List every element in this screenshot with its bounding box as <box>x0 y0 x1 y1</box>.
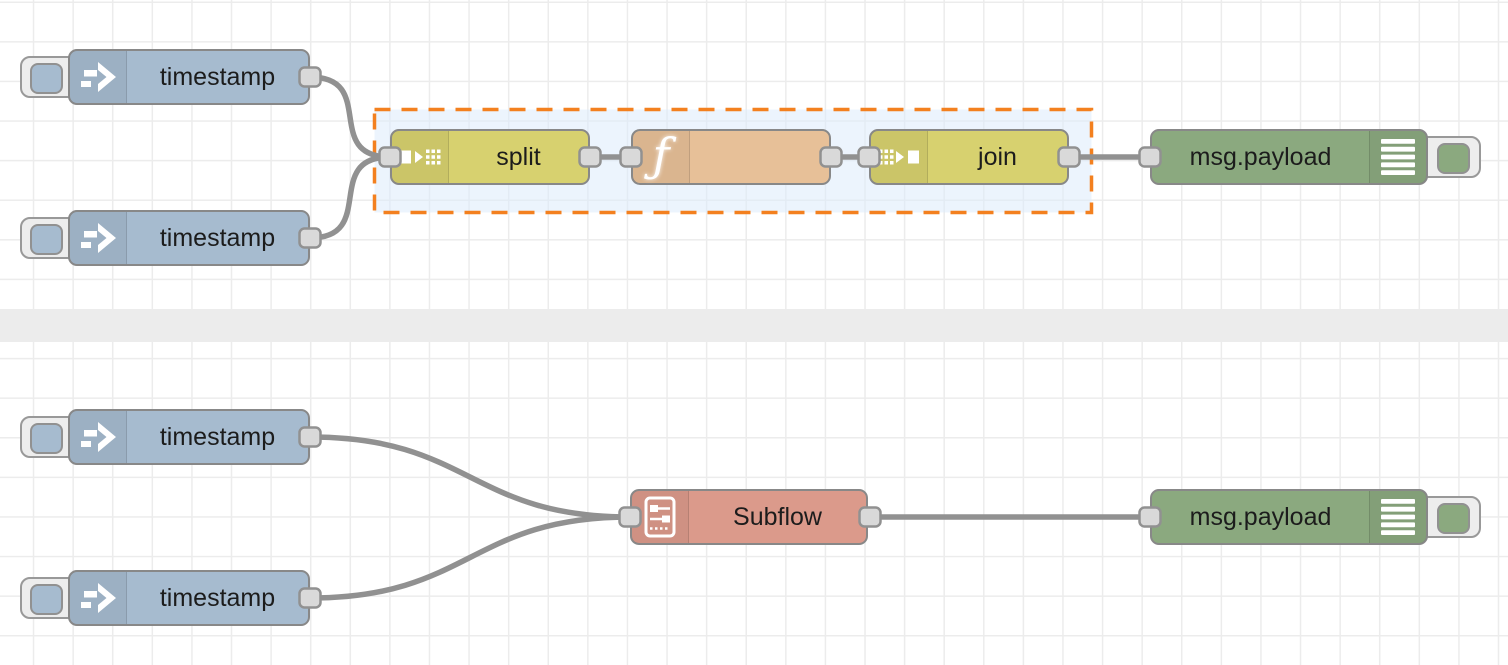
node-label: timestamp <box>159 583 276 612</box>
node-label: timestamp <box>159 62 276 91</box>
subflow-node[interactable]: Subflow <box>630 489 868 545</box>
node-label: Subflow <box>733 502 822 531</box>
inject-button-pad[interactable] <box>30 63 63 94</box>
node-label: split <box>496 142 541 171</box>
split-icon <box>392 131 449 183</box>
inject-node[interactable]: timestamp <box>68 49 310 105</box>
inject-node[interactable]: timestamp <box>68 570 310 626</box>
debug-lines-icon <box>1369 491 1426 543</box>
debug-node[interactable]: msg.payload <box>1150 129 1428 185</box>
flow-divider-band <box>0 309 1508 342</box>
debug-lines-icon <box>1369 131 1426 183</box>
join-icon <box>871 131 928 183</box>
inject-arrow-icon <box>70 572 127 624</box>
inject-arrow-icon <box>70 212 127 264</box>
inject-button-pad[interactable] <box>30 224 63 255</box>
inject-arrow-icon <box>70 411 127 463</box>
node-label: msg.payload <box>1189 502 1332 531</box>
inject-arrow-icon <box>70 51 127 103</box>
subflow-icon <box>632 491 689 543</box>
node-label: timestamp <box>159 223 276 252</box>
join-node[interactable]: join <box>869 129 1069 185</box>
inject-node[interactable]: timestamp <box>68 409 310 465</box>
inject-button-pad[interactable] <box>30 584 63 615</box>
function-f-icon: ƒ <box>633 131 690 183</box>
function-node[interactable]: ƒ <box>631 129 831 185</box>
inject-button-pad[interactable] <box>30 423 63 454</box>
split-node[interactable]: split <box>390 129 590 185</box>
inject-node[interactable]: timestamp <box>68 210 310 266</box>
debug-toggle-pad[interactable] <box>1437 143 1470 174</box>
node-label: join <box>978 142 1017 171</box>
node-label: msg.payload <box>1189 142 1332 171</box>
debug-toggle-pad[interactable] <box>1437 503 1470 534</box>
node-label: timestamp <box>159 422 276 451</box>
debug-node[interactable]: msg.payload <box>1150 489 1428 545</box>
